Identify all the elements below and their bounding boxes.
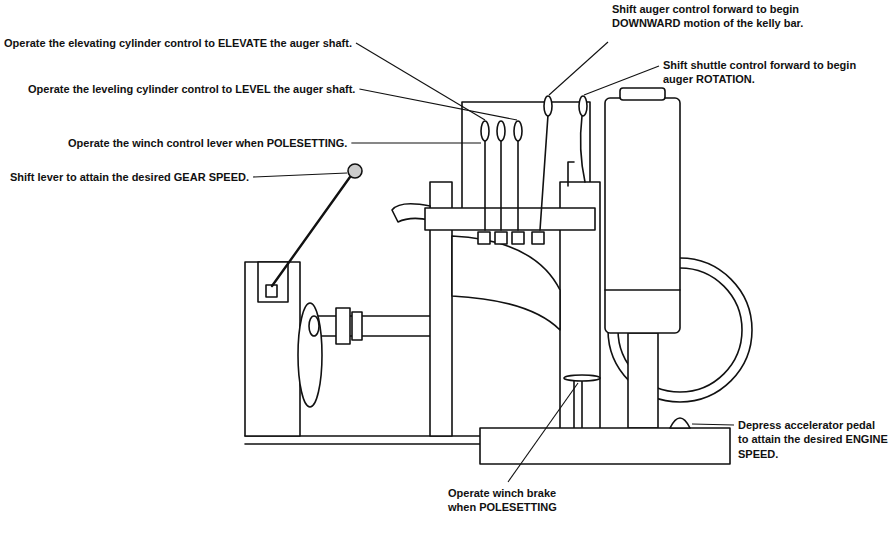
leader-line — [359, 89, 517, 120]
control-levers — [478, 96, 587, 244]
leader-line — [508, 383, 578, 482]
side-plate — [245, 262, 300, 436]
brake-plate — [564, 375, 600, 381]
gear-lever — [272, 177, 350, 286]
callout-label: Operate the leveling cylinder control to… — [28, 82, 355, 96]
callout-label: Operate the elevating cylinder control t… — [4, 36, 352, 50]
callout-label: Operate the winch control lever when POL… — [68, 136, 347, 150]
callout-label: Depress accelerator pedal to attain the … — [738, 418, 888, 461]
cylinder-cap — [620, 88, 665, 100]
callout-label: Shift shuttle control forward to begin a… — [663, 58, 863, 87]
callout-label: Operate winch brake when POLESETTING — [448, 486, 558, 515]
frame-arch — [452, 236, 560, 330]
kelly-bar — [628, 333, 658, 428]
flywheel-hub — [309, 316, 319, 336]
leader-line — [584, 66, 659, 95]
leader-line — [549, 42, 608, 95]
u-joint — [336, 308, 362, 344]
leader-line — [253, 173, 347, 177]
leader-line — [351, 142, 481, 143]
gear-knob — [348, 164, 362, 178]
pedal-bar — [480, 428, 730, 464]
lever-rail — [425, 208, 595, 230]
accelerator-pedal — [670, 418, 690, 428]
callout-label: Shift auger control forward to begin DOW… — [612, 2, 832, 31]
callout-label: Shift lever to attain the desired GEAR S… — [10, 170, 249, 184]
leader-line — [692, 424, 734, 425]
leader-line — [356, 43, 485, 120]
cylinder-band — [605, 289, 680, 291]
flywheel — [298, 303, 322, 407]
auger-cylinder — [605, 98, 680, 333]
base-frame — [245, 436, 480, 444]
